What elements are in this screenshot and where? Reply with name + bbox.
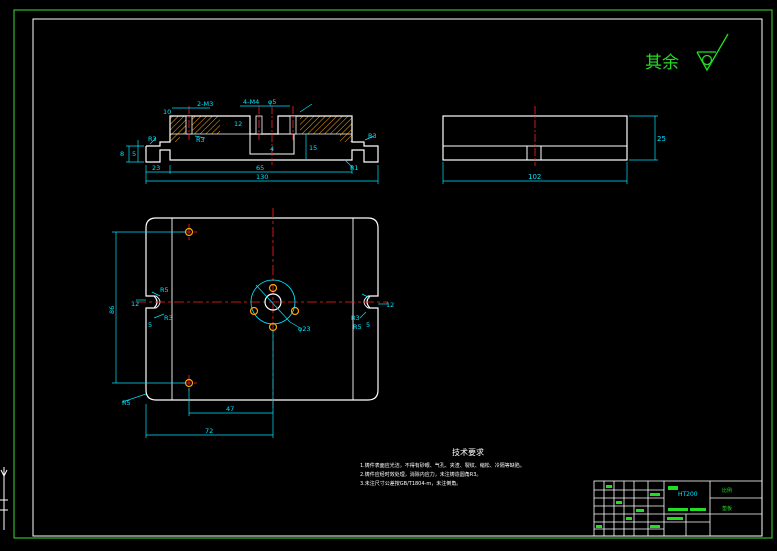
tech-req-item-2: 2.铸件应经时效处理，消除内应力，未注铸造圆角R3。	[360, 471, 481, 478]
dim-phi-small: φ5	[268, 98, 276, 106]
side-view: 2-M3 4-M4 φ5 10 12 R3 R3 5 8 4 15 R1 R3 …	[120, 98, 379, 184]
side-view-outline	[145, 115, 379, 163]
dim-r-left: R5	[160, 286, 169, 294]
dim-width-small: 5	[132, 150, 136, 158]
dim-right-height: 25	[657, 135, 666, 143]
right-view-slot	[526, 145, 542, 161]
drawing-frame	[32, 18, 763, 537]
title-block-fills	[596, 485, 706, 528]
section-hatch-right	[300, 116, 352, 142]
dim-72: 72	[205, 427, 213, 435]
section-hatch-left	[170, 116, 220, 142]
title-block	[593, 480, 763, 537]
dim-width-total: 130	[256, 173, 268, 181]
dim-r-bottom-right: R1	[350, 164, 359, 172]
tech-req-item-3: 3.未注尺寸公差按GB/T1804-m，未注倒角。	[360, 480, 461, 487]
dim-r-hole-right: R5	[353, 323, 362, 331]
surface-finish-text: 其余	[645, 53, 679, 73]
title-label-mid-right: 垫板	[722, 505, 732, 512]
mark-left: 5	[148, 321, 152, 329]
dim-width-b: 65	[256, 164, 264, 172]
rough-surface-symbol-icon	[696, 33, 729, 72]
slot-label-left: 12	[131, 300, 139, 308]
dim-depth-a: 10	[163, 108, 171, 116]
dim-r-right: R3	[351, 314, 360, 322]
dim-r-top: R3	[196, 136, 205, 144]
dim-thread-top: 4-M4	[243, 98, 259, 106]
dim-top-height: 86	[108, 306, 116, 314]
bolt-hole-left	[249, 306, 259, 316]
dim-phi-center: φ23	[298, 325, 311, 333]
dim-47: 47	[226, 405, 234, 413]
dim-thread-left: 2-M3	[197, 100, 213, 108]
slot-label-right: 12	[386, 301, 394, 309]
bolt-hole-right	[290, 306, 300, 316]
title-label-top-right: 比例	[722, 487, 732, 494]
ucs-icon	[0, 467, 8, 530]
dim-r-right: R3	[368, 132, 377, 140]
dim-r-left: R3	[148, 135, 157, 143]
center-hole	[264, 293, 282, 311]
tech-req-item-1: 1.铸件表面应光洁，不得有砂眼、气孔、夹渣、裂纹、缩松、冷隔等缺陷。	[360, 462, 525, 469]
title-material: HT200	[678, 491, 698, 498]
surface-finish-note: 其余	[645, 33, 729, 73]
dim-right-width: 102	[528, 173, 541, 181]
dim-width-a: 23	[152, 164, 160, 172]
sheet-border	[13, 9, 773, 539]
mark-right: 5	[366, 321, 370, 329]
dim-depth-b: 12	[234, 120, 242, 128]
dim-r-corner: R5	[122, 399, 131, 407]
dim-height-inner: 15	[309, 144, 317, 152]
dim-mid-small: 4	[270, 145, 274, 153]
bolt-hole-top	[268, 283, 278, 293]
technical-requirements: 技术要求 1.铸件表面应光洁，不得有砂眼、气孔、夹渣、裂纹、缩松、冷隔等缺陷。 …	[360, 447, 525, 487]
tech-req-title: 技术要求	[452, 447, 484, 457]
dim-r-hole-left: R3	[164, 314, 173, 322]
top-view: 86 R5 R3 R3 R5 φ23 R5 47 72 12 12 5 5	[108, 208, 394, 438]
top-view-outline	[145, 217, 379, 401]
dim-height-small: 8	[120, 150, 124, 158]
right-view: 102 25	[442, 106, 666, 184]
